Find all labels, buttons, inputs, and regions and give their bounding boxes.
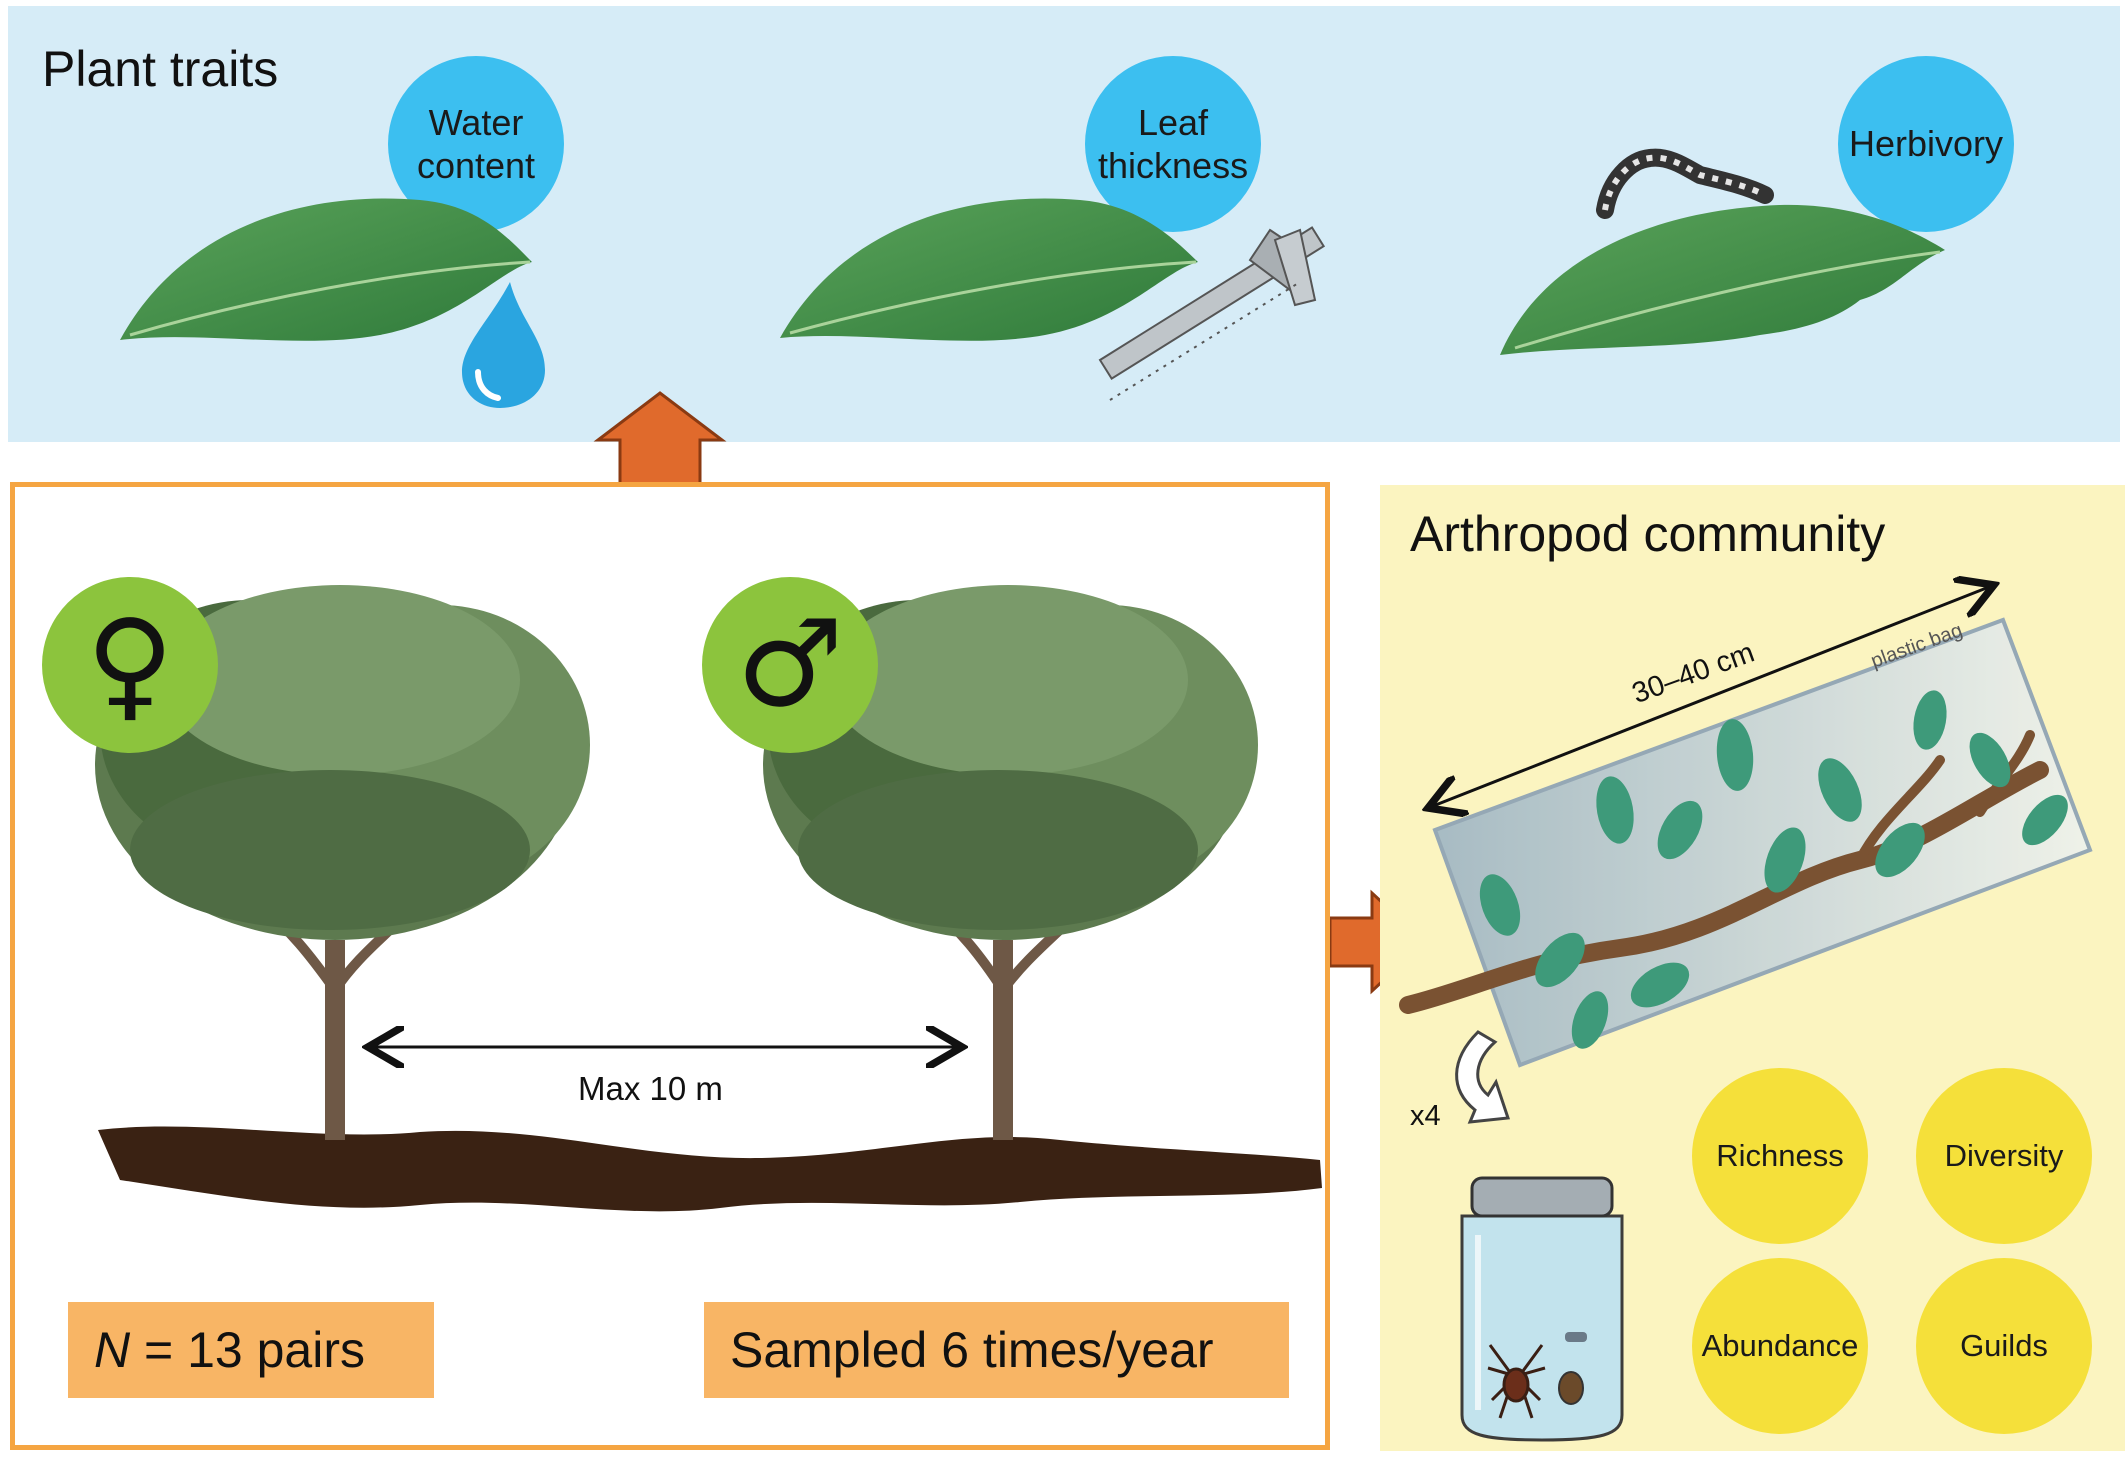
male-symbol-icon: ♂ <box>736 595 844 734</box>
bag-length-arrow <box>1428 585 1994 808</box>
branch-icon <box>1399 690 2068 1049</box>
water-content-label: Water content <box>416 101 536 186</box>
water-drop-icon <box>462 282 545 408</box>
male-symbol-circle: ♂ <box>702 577 878 753</box>
leaf-thickness-circle: Leaf thickness <box>1085 56 1261 232</box>
water-content-circle: Water content <box>388 56 564 232</box>
guilds-label: Guilds <box>1960 1328 2048 1364</box>
leaf-thickness-label: Leaf thickness <box>1098 101 1249 186</box>
jar-icon <box>1460 1176 1624 1442</box>
plastic-bag <box>1432 617 2093 1068</box>
pairs-count-n: N <box>94 1322 131 1378</box>
arthropod-title: Arthropod community <box>1410 506 1886 562</box>
plant-traits-title: Plant traits <box>42 41 279 97</box>
abundance-circle: Abundance <box>1692 1258 1868 1434</box>
soil-strip <box>98 1126 1322 1212</box>
abundance-label: Abundance <box>1701 1328 1859 1364</box>
diversity-circle: Diversity <box>1916 1068 2092 1244</box>
fly-icon <box>1565 1332 1587 1342</box>
male-tree <box>763 585 1258 1140</box>
transfer-arrow-icon <box>1455 1030 1511 1124</box>
leaf-icon <box>120 198 532 341</box>
sampling-frequency-text: Sampled 6 times/year <box>730 1322 1214 1378</box>
sampling-frequency-box: Sampled 6 times/year <box>704 1302 1289 1398</box>
female-symbol-icon: ♀ <box>86 595 174 734</box>
pairs-count-box: N = 13 pairs <box>68 1302 434 1398</box>
herbivory-label: Herbivory <box>1848 123 2004 165</box>
spider-icon <box>1487 1344 1546 1419</box>
leaf-icon <box>1500 204 1945 355</box>
richness-circle: Richness <box>1692 1068 1868 1244</box>
beetle-icon <box>1558 1371 1584 1405</box>
pairs-count-text: = 13 pairs <box>130 1322 365 1378</box>
guilds-circle: Guilds <box>1916 1258 2092 1434</box>
up-arrow-icon <box>593 391 727 489</box>
diversity-label: Diversity <box>1944 1138 2064 1174</box>
caliper-icon <box>1098 226 1326 401</box>
herbivory-circle: Herbivory <box>1838 56 2014 232</box>
richness-label: Richness <box>1716 1138 1844 1174</box>
female-symbol-circle: ♀ <box>42 577 218 753</box>
caterpillar-icon <box>1596 148 1774 219</box>
repeat-count-label: x4 <box>1410 1100 1441 1132</box>
distance-label: Max 10 m <box>578 1070 723 1107</box>
leaf-icon <box>780 198 1198 341</box>
